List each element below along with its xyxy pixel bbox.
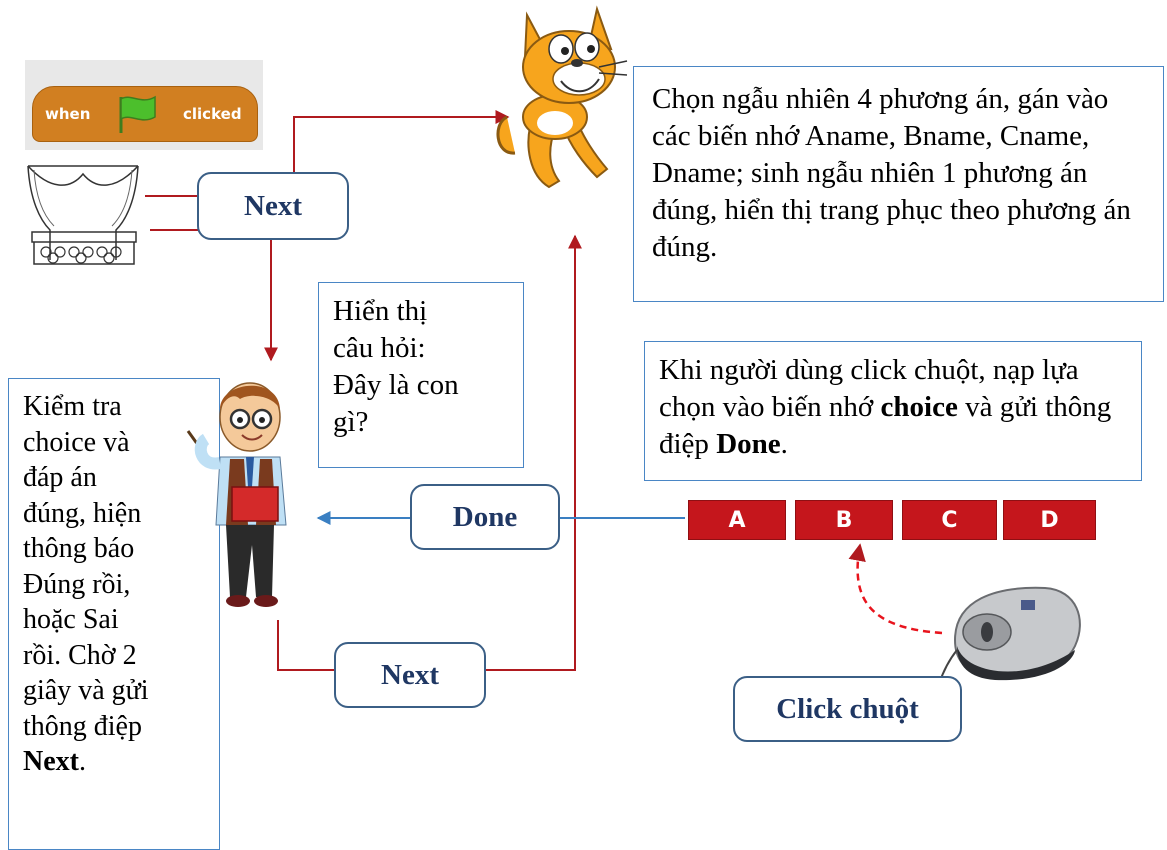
click-message-label: Click chuột	[776, 692, 919, 725]
click-note-choice: choice	[880, 391, 958, 424]
when-label: when	[45, 105, 91, 123]
scratch-cat-icon	[496, 5, 628, 189]
check-note-next: Next	[23, 746, 79, 778]
click-note-done: Done	[716, 428, 781, 461]
click-note: Khi người dùng click chuột, nạp lựa chọn…	[644, 341, 1142, 481]
done-label: Done	[452, 500, 518, 533]
check-line: Kiểm tra	[23, 391, 122, 422]
question-line-1: Hiển thị	[333, 295, 428, 327]
choice-a-label: A	[728, 507, 746, 533]
cat-note: Chọn ngẫu nhiên 4 phương án, gán vào các…	[633, 66, 1164, 302]
click-note-mid: và gửi thông điệp	[659, 391, 1112, 461]
check-line: đúng, hiện	[23, 497, 142, 529]
choice-button-d[interactable]: D	[1003, 500, 1096, 540]
arrow-click-dashed	[848, 543, 943, 635]
teacher-icon	[186, 382, 287, 607]
question-line-4: gì?	[333, 406, 369, 439]
check-line: đáp án	[23, 462, 97, 494]
check-line: thông báo	[23, 533, 135, 565]
question-line-2: câu hỏi:	[333, 332, 426, 365]
next-bottom-label: Next	[381, 658, 439, 691]
clicked-label: clicked	[183, 105, 242, 123]
question-line-3: Đây là con	[333, 369, 459, 402]
click-message: Click chuột	[733, 676, 962, 742]
check-line: hoặc Sai	[23, 604, 119, 636]
click-note-end: .	[780, 428, 788, 461]
arrow-next-to-cat	[293, 110, 510, 172]
choice-button-b[interactable]: B	[795, 500, 893, 540]
next-message-top: Next	[197, 172, 349, 240]
green-flag-icon	[119, 95, 156, 133]
check-note-end: .	[78, 746, 86, 778]
mouse-icon	[938, 586, 1081, 685]
check-line: rồi. Chờ 2	[23, 639, 137, 671]
click-note-text: Khi người dùng click chuột, nạp lựa chọn…	[659, 354, 1079, 424]
choice-button-a[interactable]: A	[688, 500, 786, 540]
check-line-last: Next.	[23, 744, 205, 780]
cat-note-text: Chọn ngẫu nhiên 4 phương án, gán vào các…	[652, 83, 1131, 264]
next-top-label: Next	[244, 189, 302, 222]
next-message-bottom: Next	[334, 642, 486, 708]
choice-c-label: C	[941, 507, 958, 533]
choice-b-label: B	[835, 507, 853, 533]
stage-icon	[27, 165, 139, 265]
choice-button-c[interactable]: C	[902, 500, 997, 540]
choice-d-label: D	[1040, 507, 1059, 533]
check-line: giây và gửi	[23, 675, 149, 707]
done-message: Done	[410, 484, 560, 550]
check-line: Đúng rồi,	[23, 568, 131, 600]
check-line: choice và	[23, 426, 130, 458]
hat-block-shape: when clicked	[32, 86, 258, 142]
check-line: thông điệp	[23, 710, 142, 742]
check-note: Kiểm tra choice và đáp án đúng, hiện thô…	[8, 378, 220, 850]
question-note: Hiển thị câu hỏi: Đây là con gì?	[318, 282, 524, 468]
when-flag-clicked-block: when clicked	[25, 60, 263, 150]
